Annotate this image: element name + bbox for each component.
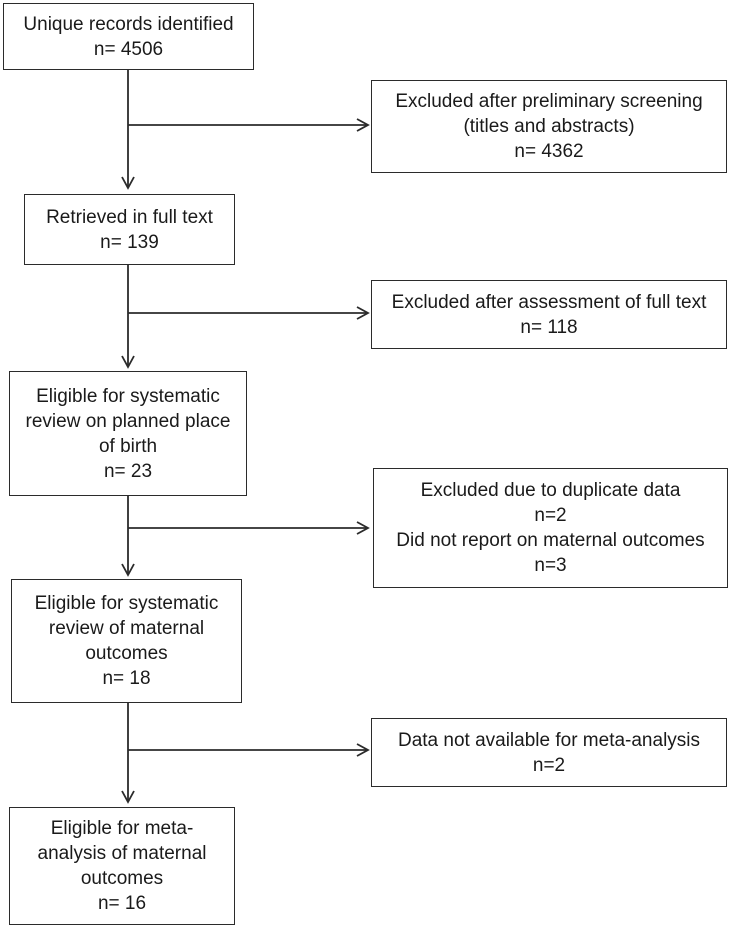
eligible-meta-box: Eligible for meta-analysis of maternal ou… [9, 807, 235, 925]
box-text-line: outcomes [80, 868, 164, 889]
box-text-line: Excluded after assessment of full text [391, 291, 707, 313]
box-text-line: Unique records identified [23, 13, 234, 35]
excluded-screening-box: Excluded after preliminary screening (tit… [371, 80, 727, 173]
box-text-line: n=2 [534, 505, 567, 526]
box-text-line: n= 16 [97, 893, 147, 914]
box-text-line: n= 4506 [93, 38, 164, 60]
excluded-full-text-box: Excluded after assessment of full text n=… [371, 280, 727, 349]
box-text-line: n= 18 [102, 668, 151, 689]
box-text-line: (titles and abstracts) [463, 116, 635, 137]
box-text-line: review on planned place [25, 410, 231, 432]
box-text-line: Eligible for systematic [34, 593, 219, 614]
box-text-line: Data not available for meta-analysis [397, 729, 701, 751]
box-text-line: n= 23 [103, 460, 153, 482]
box-text-line: n= 118 [520, 316, 578, 338]
box-text-line: Did not report on maternal outcomes [396, 530, 705, 551]
records-identified-box: Unique records identified n= 4506 [3, 3, 254, 70]
eligible-birth-box: Eligible for systematic review on planned… [9, 371, 247, 496]
box-text-line: Excluded after preliminary screening [395, 91, 703, 112]
box-text-line: n=2 [532, 754, 566, 776]
eligible-maternal-box: Eligible for systematic review of materna… [11, 579, 242, 703]
box-text-line: Excluded due to duplicate data [420, 480, 681, 501]
data-not-available-box: Data not available for meta-analysis n=2 [371, 718, 727, 787]
box-text-line: Retrieved in full text [46, 206, 213, 228]
box-text-line: n= 4362 [514, 141, 584, 162]
box-text-line: review of maternal [48, 618, 205, 639]
box-text-line: n= 139 [100, 231, 159, 253]
full-text-box: Retrieved in full text n= 139 [24, 194, 235, 265]
box-text-line: Eligible for meta- [50, 818, 194, 839]
box-text-line: n=3 [534, 555, 567, 576]
box-text-line: of birth [98, 435, 158, 457]
box-text-line: Eligible for systematic [36, 385, 220, 407]
box-text-line: analysis of maternal [37, 843, 207, 864]
box-text-line: outcomes [85, 643, 168, 664]
